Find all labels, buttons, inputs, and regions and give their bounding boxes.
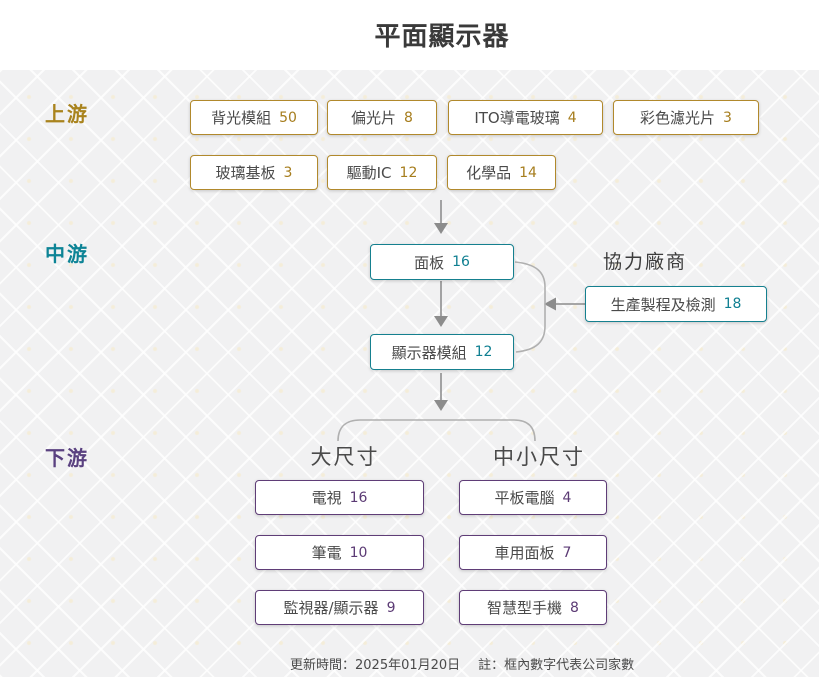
node-label: 偏光片 bbox=[351, 109, 397, 127]
node-label: 車用面板 bbox=[494, 544, 555, 562]
node-monitor-display[interactable]: 監視器/顯示器 9 bbox=[255, 590, 424, 625]
node-count: 14 bbox=[519, 164, 537, 181]
node-display-module[interactable]: 顯示器模組 12 bbox=[370, 334, 514, 370]
node-label: 監視器/顯示器 bbox=[283, 599, 379, 617]
node-driver-ic[interactable]: 驅動IC 12 bbox=[327, 155, 437, 190]
bracket-panel-module bbox=[514, 261, 546, 353]
node-smartphone[interactable]: 智慧型手機 8 bbox=[459, 590, 607, 625]
label-midstream: 中游 bbox=[45, 242, 89, 266]
heading-medium-small-size: 中小尺寸 bbox=[493, 445, 585, 469]
node-count: 9 bbox=[386, 599, 396, 616]
node-count: 16 bbox=[452, 254, 470, 270]
node-label: 顯示器模組 bbox=[391, 343, 467, 362]
node-label: 化學品 bbox=[466, 164, 512, 182]
arrowhead-down-2 bbox=[434, 316, 448, 327]
node-production-process-testing[interactable]: 生產製程及檢測 18 bbox=[585, 286, 767, 322]
arrowhead-left-partner bbox=[544, 297, 556, 311]
node-count: 4 bbox=[562, 489, 572, 506]
page-title: 平面顯示器 bbox=[374, 22, 510, 52]
node-count: 4 bbox=[567, 109, 577, 126]
heading-large-size: 大尺寸 bbox=[310, 445, 380, 469]
node-label: 電視 bbox=[311, 489, 342, 507]
node-label: ITO導電玻璃 bbox=[474, 109, 560, 127]
node-polarizer[interactable]: 偏光片 8 bbox=[327, 100, 437, 135]
node-panel[interactable]: 面板 16 bbox=[370, 244, 514, 280]
node-backlight-module[interactable]: 背光模組 50 bbox=[190, 100, 318, 135]
node-count: 18 bbox=[723, 296, 742, 312]
node-chemicals[interactable]: 化學品 14 bbox=[447, 155, 556, 190]
node-automotive-panel[interactable]: 車用面板 7 bbox=[459, 535, 607, 570]
node-label: 平板電腦 bbox=[494, 489, 555, 507]
bracket-split-downstream bbox=[337, 419, 536, 442]
update-time: 更新時間：2025年01月20日 bbox=[290, 658, 461, 673]
node-count: 16 bbox=[349, 489, 368, 506]
node-tablet[interactable]: 平板電腦 4 bbox=[459, 480, 607, 515]
node-count: 12 bbox=[399, 164, 418, 181]
node-count: 3 bbox=[283, 164, 293, 181]
node-label: 生產製程及檢測 bbox=[610, 295, 716, 314]
node-count: 12 bbox=[474, 344, 493, 360]
label-downstream: 下游 bbox=[45, 446, 89, 470]
node-label: 智慧型手機 bbox=[487, 599, 563, 617]
node-label: 驅動IC bbox=[346, 164, 392, 182]
count-note: 註：框內數字代表公司家數 bbox=[478, 658, 635, 673]
node-label: 面板 bbox=[414, 253, 445, 272]
node-count: 7 bbox=[562, 544, 572, 561]
node-count: 8 bbox=[404, 109, 413, 126]
node-glass-substrate[interactable]: 玻璃基板 3 bbox=[190, 155, 318, 190]
node-tv[interactable]: 電視 16 bbox=[255, 480, 424, 515]
node-count: 3 bbox=[723, 109, 732, 126]
node-count: 8 bbox=[570, 599, 579, 616]
node-count: 10 bbox=[349, 544, 368, 561]
arrowhead-down-3 bbox=[434, 400, 448, 411]
node-label: 彩色濾光片 bbox=[640, 109, 716, 127]
node-count: 50 bbox=[279, 109, 297, 126]
node-label: 筆電 bbox=[311, 544, 342, 562]
node-laptop[interactable]: 筆電 10 bbox=[255, 535, 424, 570]
label-upstream: 上游 bbox=[45, 102, 89, 126]
arrowhead-down-1 bbox=[434, 223, 448, 234]
partner-heading: 協力廠商 bbox=[603, 251, 688, 273]
node-label: 背光模組 bbox=[211, 109, 272, 127]
node-color-filter[interactable]: 彩色濾光片 3 bbox=[613, 100, 759, 135]
footer-note: 更新時間：2025年01月20日 註：框內數字代表公司家數 bbox=[290, 654, 634, 673]
node-label: 玻璃基板 bbox=[215, 164, 276, 182]
node-ito-conductive-glass[interactable]: ITO導電玻璃 4 bbox=[448, 100, 603, 135]
diagram-canvas: 上游 中游 下游 背光模組 50 偏光片 8 ITO導電玻璃 4 彩色濾光片 3… bbox=[0, 70, 819, 677]
